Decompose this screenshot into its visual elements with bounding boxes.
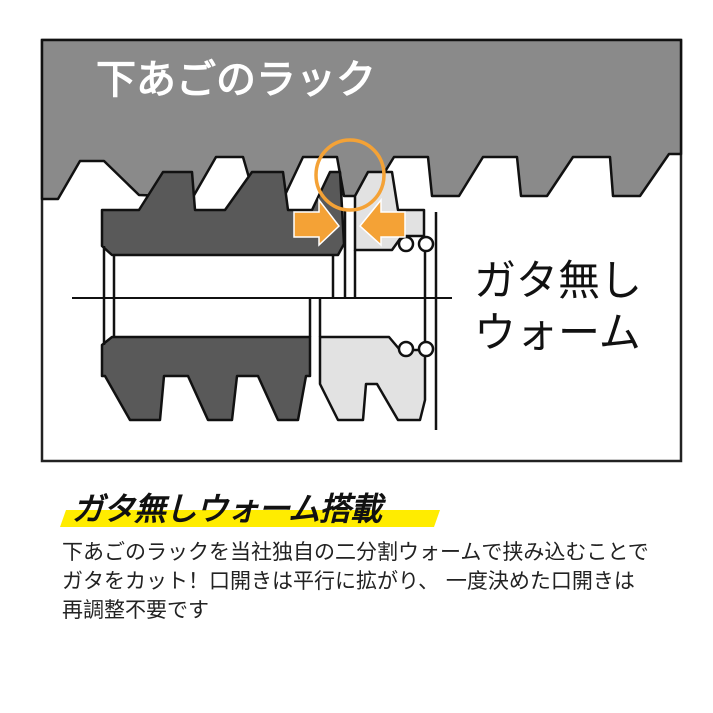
feature-headline-block: ガタ無しウォーム搭載 — [60, 482, 450, 532]
description-line-1: 下あごのラックを当社独自の二分割ウォームで挟み込むことで — [62, 540, 649, 564]
highlight-circle-icon — [314, 138, 386, 212]
worm-label-line-2: ウォーム — [474, 308, 641, 357]
rack — [40, 38, 683, 201]
description-line-3: 再調整不要です — [62, 598, 209, 622]
arrow-left-icon — [358, 197, 406, 247]
bearing-icon — [397, 235, 435, 358]
description-line-2: ガタをカット！口開きは平行に拡がり、 一度決めた口開きは — [62, 569, 635, 593]
left-worm-half — [100, 170, 346, 422]
feature-headline: ガタ無しウォーム搭載 — [72, 490, 382, 528]
feature-description: 下あごのラックを当社独自の二分割ウォームで挟み込むことで ガタをカット！口開きは… — [62, 538, 682, 625]
worm-label-line-1: ガタ無し — [474, 256, 643, 305]
arrow-right-icon — [293, 197, 341, 247]
rack-label: 下あごのラック — [96, 57, 376, 103]
worm-label: ガタ無し ウォーム — [474, 255, 642, 359]
headline-highlight — [60, 510, 440, 527]
worm-gear-diagram: 下あごのラック ガタ無し ウォーム — [40, 38, 683, 463]
